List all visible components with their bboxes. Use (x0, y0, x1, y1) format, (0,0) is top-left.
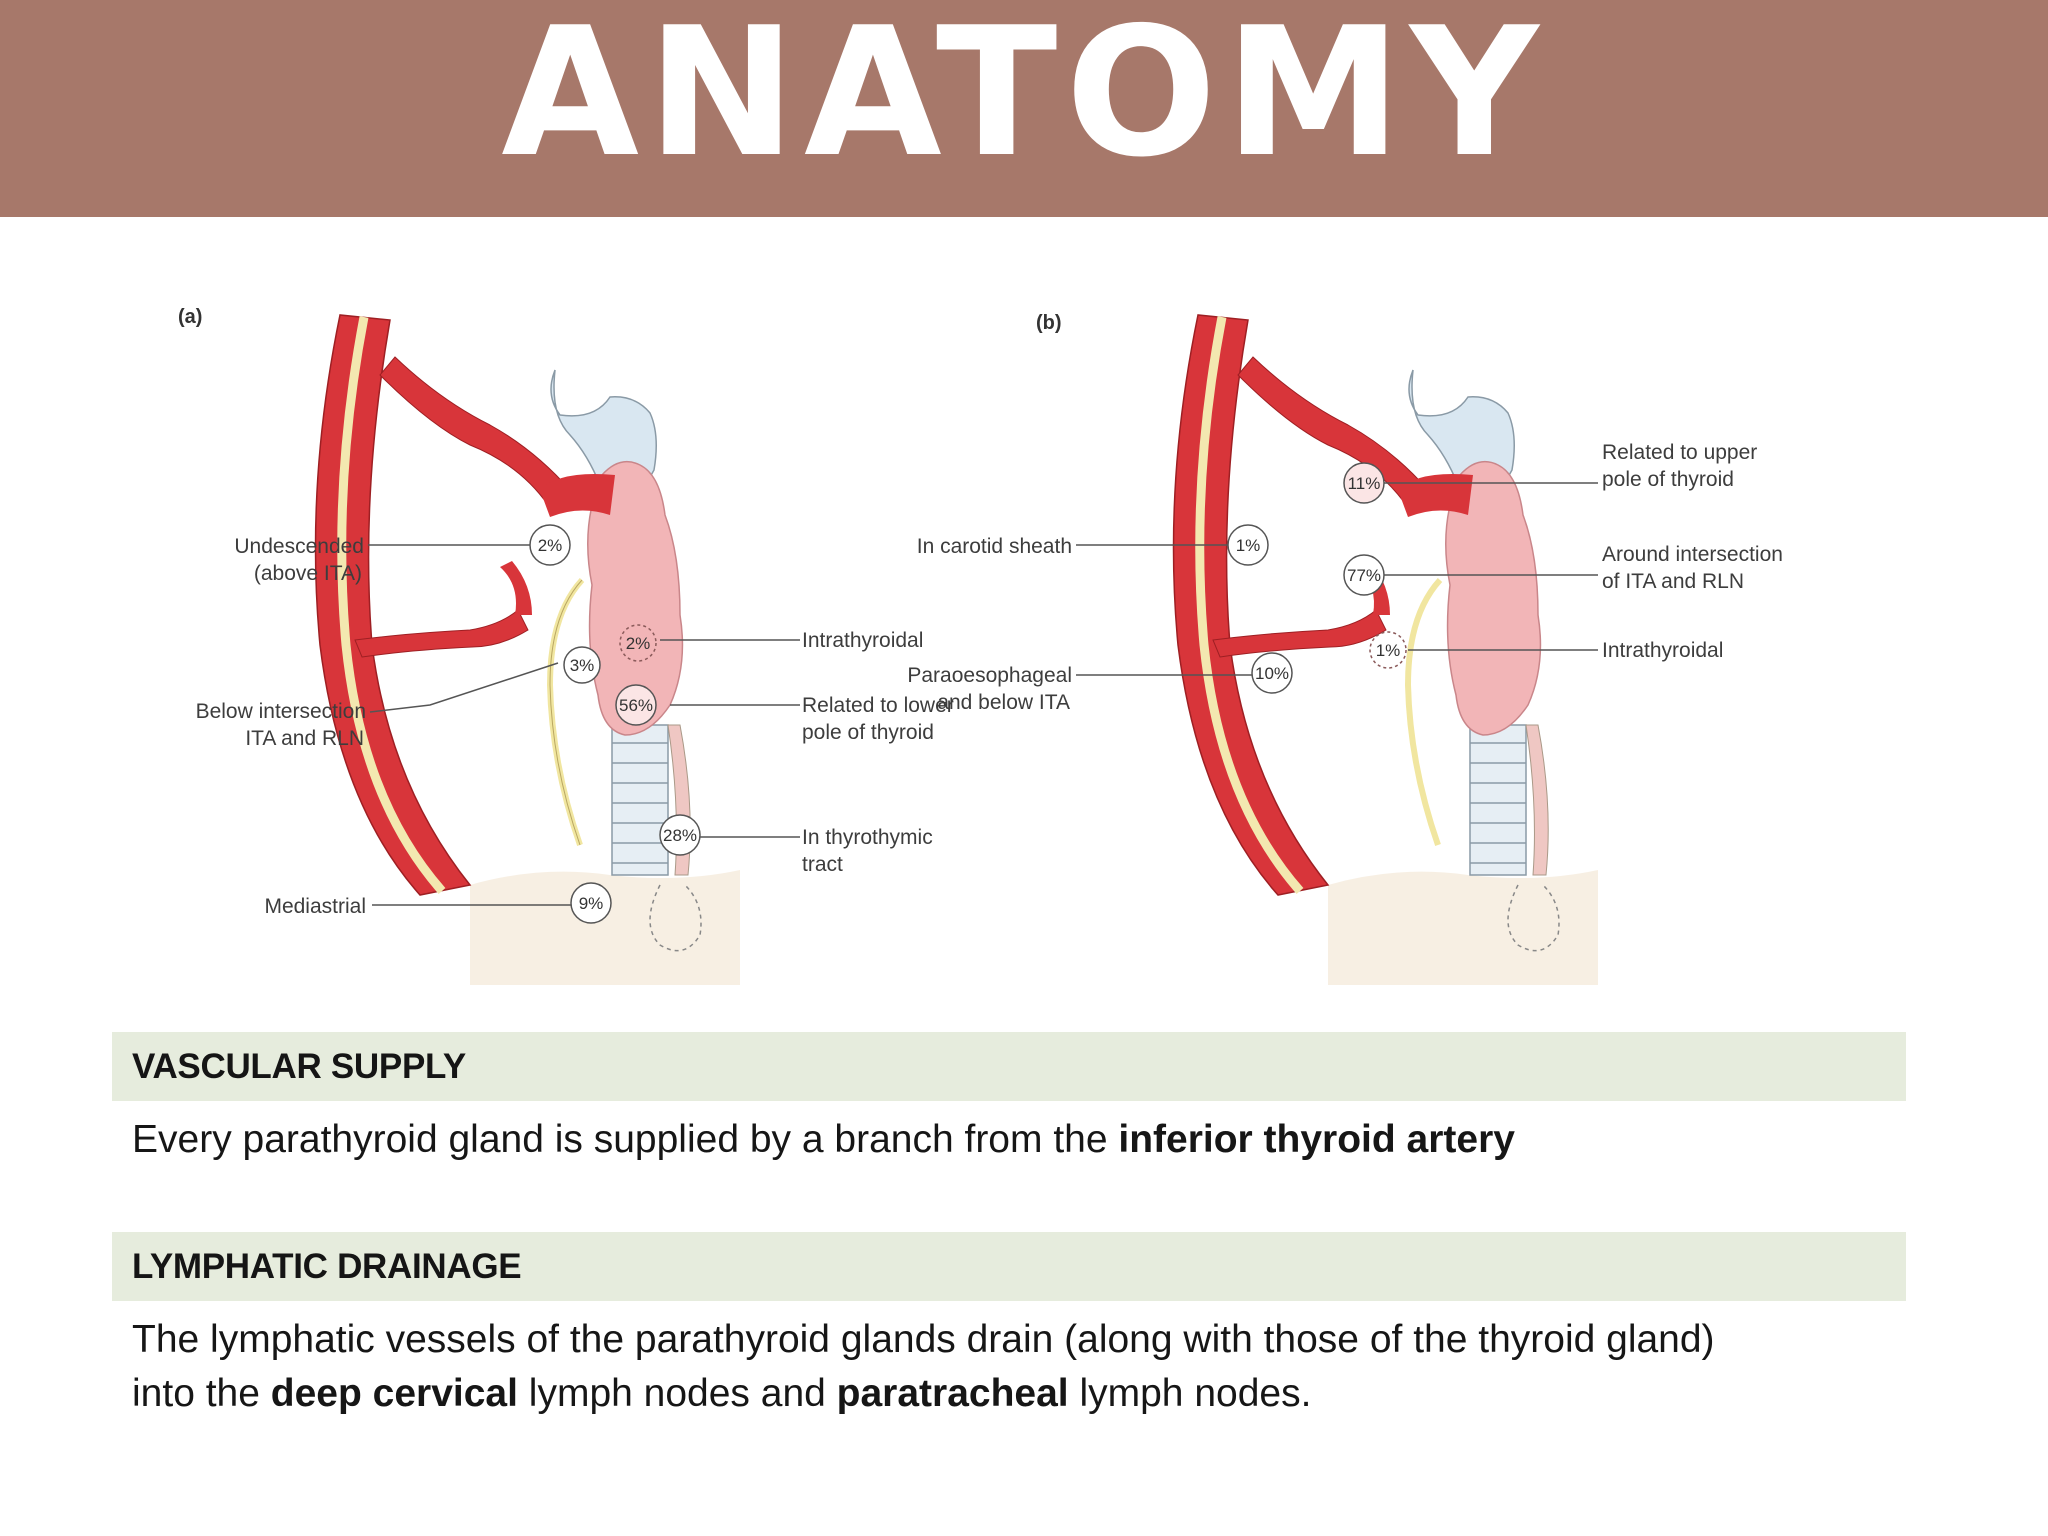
lymphatic-line-1: The lymphatic vessels of the parathyroid… (132, 1318, 1715, 1361)
superior-thyroid-branch (379, 356, 571, 506)
chest-base (470, 870, 740, 985)
label-around-intersection-2: of ITA and RLN (1602, 570, 1744, 593)
recurrent-laryngeal-nerve (546, 577, 585, 846)
inferior-thyroid-artery-b (1212, 609, 1387, 658)
trachea (611, 724, 669, 876)
ita-upper-branch (500, 561, 532, 615)
label-carotid-sheath: In carotid sheath (917, 535, 1072, 558)
lymphatic-text-3: lymph nodes and (517, 1372, 837, 1415)
pct-lower-pole: 56% (619, 696, 653, 715)
label-below-intersection-2: ITA and RLN (245, 727, 364, 750)
thymus-outline (649, 884, 702, 952)
panel-b-percent-markers: 11% 1% 77% 1% 10% (1227, 462, 1407, 694)
panel-a-labels: Undescended (above ITA) Below intersecti… (196, 535, 954, 918)
pct-paraoesophageal: 10% (1255, 664, 1289, 683)
lymphatic-drainage-heading-bar: LYMPHATIC DRAINAGE (112, 1232, 1906, 1301)
label-paraoesophageal-2: and below ITA (937, 691, 1070, 714)
label-mediastrial: Mediastrial (264, 895, 366, 918)
parathyroid-location-diagram: (a) (140, 285, 1900, 995)
vascular-supply-heading-bar: VASCULAR SUPPLY (112, 1032, 1906, 1101)
panel-b-tag: (b) (1036, 312, 1062, 334)
lymphatic-text-4: lymph nodes. (1068, 1372, 1312, 1415)
esophagus-b (1525, 724, 1549, 876)
pct-below-intersection: 3% (570, 656, 595, 675)
pct-carotid-sheath: 1% (1236, 536, 1261, 555)
carotid-artery-b (1172, 314, 1330, 896)
vascular-supply-text: Every parathyroid gland is supplied by a… (132, 1113, 1912, 1167)
trachea-b (1469, 724, 1527, 876)
label-around-intersection: Around intersection (1602, 543, 1783, 566)
label-undescended: Undescended (234, 535, 364, 558)
label-paraoesophageal: Paraoesophageal (907, 664, 1072, 687)
carotid-inner-stripe (337, 316, 446, 894)
lymphatic-drainage-heading: LYMPHATIC DRAINAGE (132, 1246, 522, 1286)
thyroid-lobe (587, 460, 684, 736)
vascular-text-1: Every parathyroid gland is supplied by a… (132, 1118, 1119, 1161)
label-intrathyroidal-a: Intrathyroidal (802, 629, 923, 652)
panel-a: (a) (178, 306, 954, 985)
pct-around-intersection: 77% (1347, 566, 1381, 585)
chest-base-b (1328, 870, 1598, 985)
label-below-intersection: Below intersection (196, 700, 366, 723)
label-upper-pole: Related to upper (1602, 441, 1757, 464)
panel-b: (b) (907, 312, 1783, 985)
panel-a-leaders (368, 544, 800, 906)
label-thyrothymic-2: tract (802, 853, 843, 876)
nerve-edge (549, 579, 583, 846)
label-lower-pole: Related to lower (802, 694, 954, 717)
label-upper-pole-2: pole of thyroid (1602, 468, 1734, 491)
panel-a-tag: (a) (178, 306, 202, 328)
page-title: ANATOMY (501, 0, 1547, 196)
pct-upper-pole: 11% (1348, 474, 1381, 493)
vascular-supply-heading: VASCULAR SUPPLY (132, 1046, 466, 1086)
label-thyrothymic: In thyrothymic (802, 826, 933, 849)
superior-branch-end (540, 474, 615, 517)
superior-branch-end-b (1398, 474, 1473, 517)
pct-intrathyroidal: 2% (626, 634, 651, 653)
pct-undescended: 2% (538, 536, 563, 555)
lymphatic-drainage-text: The lymphatic vessels of the parathyroid… (132, 1313, 1912, 1421)
diagram-svg: (a) (178, 306, 1783, 985)
pct-intrathyroidal-b: 1% (1376, 641, 1401, 660)
pct-thyrothymic: 28% (663, 826, 697, 845)
panel-a-percent-markers: 2% 3% 2% 56% 28% 9% (529, 524, 701, 924)
lymphatic-bold-1: deep cervical (270, 1372, 518, 1415)
panel-b-leaders (1076, 482, 1598, 676)
title-bar: ANATOMY (0, 0, 2048, 217)
label-lower-pole-2: pole of thyroid (802, 721, 934, 744)
thymus-outline-b (1507, 884, 1560, 952)
lymphatic-text-2: into the (132, 1372, 271, 1415)
carotid-artery (314, 314, 472, 896)
lymphatic-line-2: into the deep cervical lymph nodes and p… (132, 1367, 1912, 1421)
label-intrathyroidal-b: Intrathyroidal (1602, 639, 1723, 662)
recurrent-laryngeal-nerve-b (1404, 577, 1443, 846)
carotid-inner-stripe-b (1195, 316, 1304, 894)
vascular-bold-1: inferior thyroid artery (1118, 1118, 1515, 1161)
lymphatic-bold-2: paratracheal (836, 1372, 1069, 1415)
pct-mediastrial: 9% (579, 894, 604, 913)
panel-b-labels: In carotid sheath Paraoesophageal and be… (907, 441, 1783, 714)
inferior-thyroid-artery (354, 609, 529, 658)
label-undescended-2: (above ITA) (254, 562, 362, 585)
